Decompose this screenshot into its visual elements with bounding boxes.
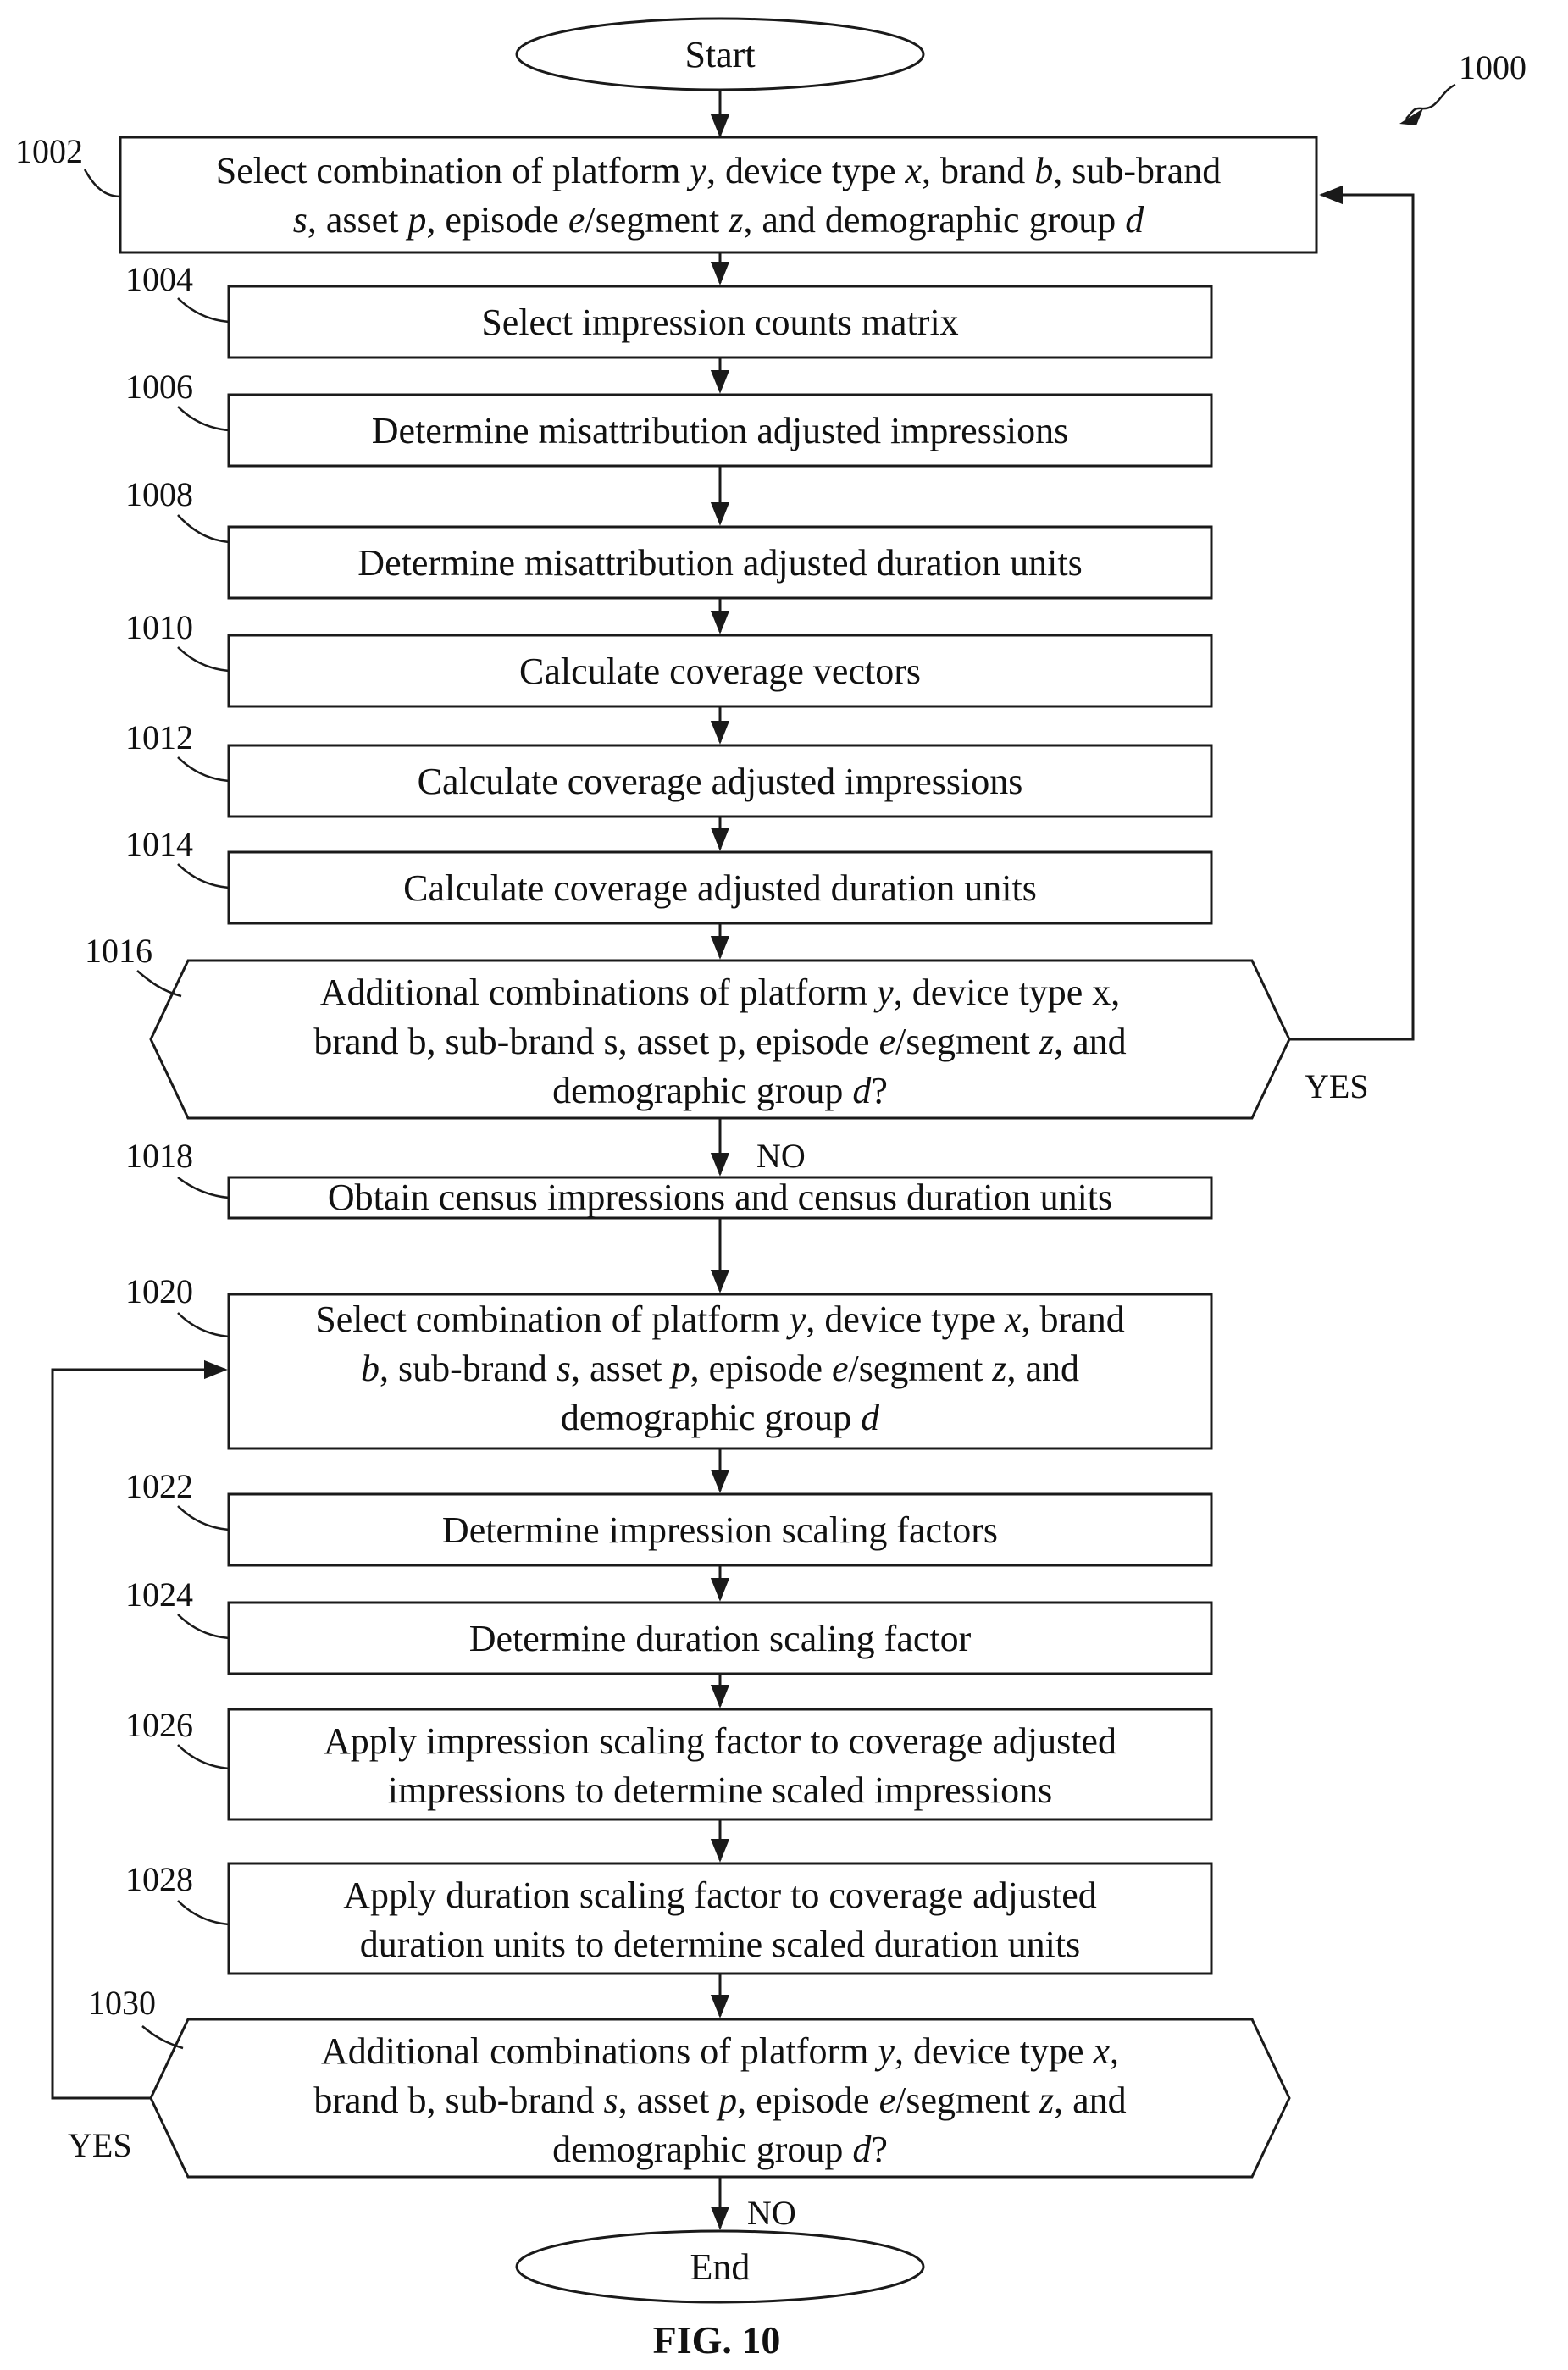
edge-label-1030-yes: YES bbox=[68, 2126, 132, 2164]
process-1002-line-1: Select combination of platform y, device… bbox=[216, 150, 1221, 191]
ref-label-1020: 1020 bbox=[125, 1272, 193, 1310]
ref-label-1028: 1028 bbox=[125, 1860, 193, 1898]
ref-label-1016: 1016 bbox=[85, 932, 152, 970]
process-1024-line-1: Determine duration scaling factor bbox=[469, 1618, 972, 1659]
ref-label-1022: 1022 bbox=[125, 1467, 193, 1505]
ref-leader-1026 bbox=[178, 1745, 229, 1769]
ref-leader-1014 bbox=[178, 864, 229, 888]
ref-label-1004: 1004 bbox=[125, 260, 193, 298]
figure-caption: FIG. 10 bbox=[653, 2318, 781, 2362]
ref-label-1002: 1002 bbox=[15, 132, 83, 170]
figure-ref-label: 1000 bbox=[1459, 48, 1526, 86]
ref-leader-1002 bbox=[85, 169, 120, 197]
ref-label-1026: 1026 bbox=[125, 1706, 193, 1744]
ref-leader-1004 bbox=[178, 298, 229, 322]
process-1028-line-1: Apply duration scaling factor to coverag… bbox=[343, 1874, 1096, 1916]
ref-leader-1006 bbox=[178, 407, 229, 430]
ref-leader-1020 bbox=[178, 1313, 229, 1337]
decision-1016-line-1: Additional combinations of platform y, d… bbox=[320, 972, 1121, 1013]
process-1022-line-1: Determine impression scaling factors bbox=[442, 1509, 998, 1551]
edge-label-1016-no: NO bbox=[756, 1137, 806, 1175]
process-1028-line-2: duration units to determine scaled durat… bbox=[360, 1924, 1080, 1965]
loop-connector-1016-yes bbox=[1289, 195, 1413, 1039]
ref-leader-1012 bbox=[178, 757, 229, 781]
process-1010-line-1: Calculate coverage vectors bbox=[519, 651, 921, 692]
process-1020-line-2: b, sub-brand s, asset p, episode e/segme… bbox=[361, 1348, 1079, 1389]
process-1002-line-2: s, asset p, episode e/segment z, and dem… bbox=[293, 199, 1144, 241]
process-1012-line-1: Calculate coverage adjusted impressions bbox=[418, 761, 1023, 802]
decision-1030-line-3: demographic group d? bbox=[552, 2129, 888, 2170]
end-label: End bbox=[690, 2246, 751, 2288]
figure-ref-leader bbox=[1406, 85, 1455, 119]
decision-1030-line-1: Additional combinations of platform y, d… bbox=[321, 2030, 1119, 2072]
ref-leader-1010 bbox=[178, 647, 229, 671]
process-1018-line-1: Obtain census impressions and census dur… bbox=[328, 1177, 1112, 1218]
ref-label-1010: 1010 bbox=[125, 608, 193, 646]
ref-label-1012: 1012 bbox=[125, 718, 193, 756]
process-1020-line-1: Select combination of platform y, device… bbox=[315, 1299, 1124, 1340]
decision-1016-line-3: demographic group d? bbox=[552, 1070, 888, 1111]
decision-1016-line-2: brand b, sub-brand s, asset p, episode e… bbox=[313, 1021, 1126, 1062]
ref-label-1030: 1030 bbox=[88, 1984, 156, 2022]
ref-label-1018: 1018 bbox=[125, 1137, 193, 1175]
ref-leader-1008 bbox=[178, 515, 229, 542]
process-1014-line-1: Calculate coverage adjusted duration uni… bbox=[403, 867, 1037, 909]
ref-leader-1028 bbox=[178, 1901, 229, 1924]
edge-label-1016-yes: YES bbox=[1305, 1067, 1369, 1105]
ref-leader-1024 bbox=[178, 1614, 229, 1638]
process-1006-line-1: Determine misattribution adjusted impres… bbox=[372, 410, 1068, 451]
ref-label-1014: 1014 bbox=[125, 825, 193, 863]
process-1026-line-1: Apply impression scaling factor to cover… bbox=[324, 1720, 1116, 1762]
process-1020-line-3: demographic group d bbox=[561, 1397, 880, 1438]
ref-label-1024: 1024 bbox=[125, 1575, 193, 1614]
ref-label-1008: 1008 bbox=[125, 475, 193, 513]
ref-leader-1022 bbox=[178, 1506, 229, 1530]
process-1004-line-1: Select impression counts matrix bbox=[481, 302, 958, 343]
edge-label-1030-no: NO bbox=[747, 2194, 796, 2232]
decision-1030-line-2: brand b, sub-brand s, asset p, episode e… bbox=[313, 2079, 1126, 2121]
ref-leader-1018 bbox=[178, 1177, 229, 1198]
process-1026-line-2: impressions to determine scaled impressi… bbox=[388, 1769, 1053, 1811]
start-label: Start bbox=[684, 34, 755, 75]
process-1008-line-1: Determine misattribution adjusted durati… bbox=[357, 542, 1082, 584]
figure-ref-arrowhead bbox=[1399, 108, 1423, 125]
ref-label-1006: 1006 bbox=[125, 368, 193, 406]
